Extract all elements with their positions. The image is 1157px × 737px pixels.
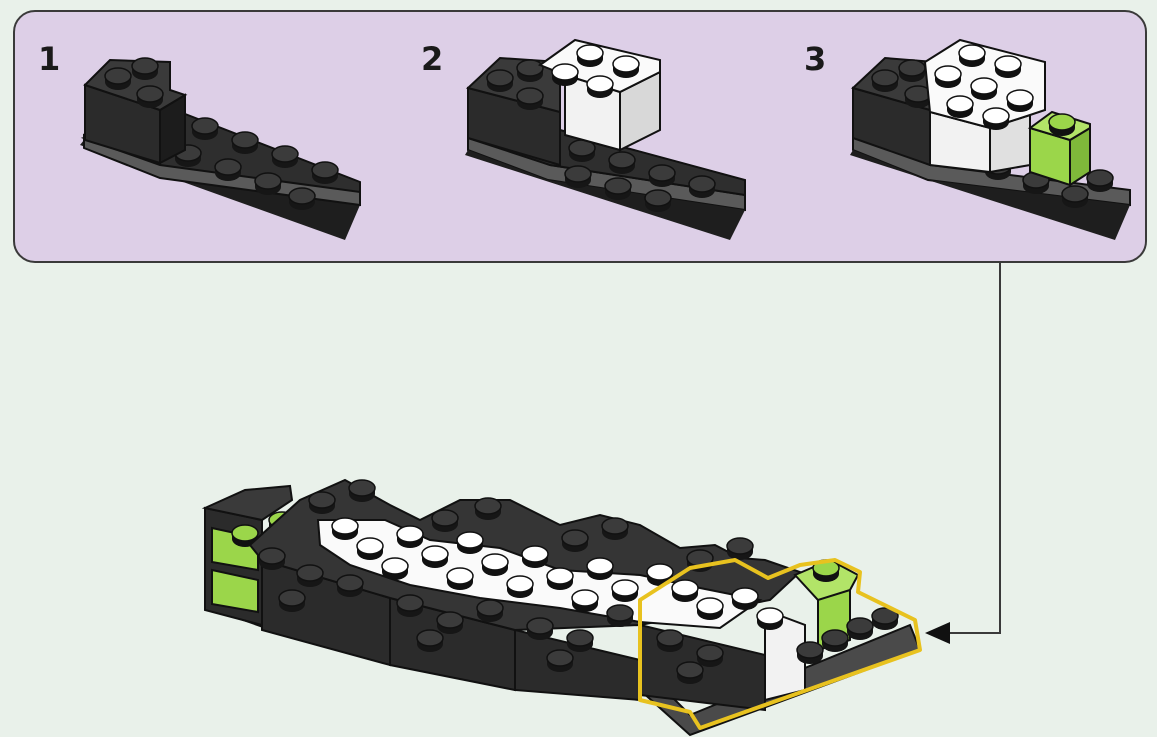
highlight-outline xyxy=(638,558,922,730)
step-3-number: 3 xyxy=(804,40,827,78)
arrow-pointer-icon xyxy=(925,622,950,644)
step-1-number: 1 xyxy=(38,40,61,78)
step-2-model xyxy=(465,38,746,240)
step-3-model xyxy=(850,38,1131,240)
assembled-model xyxy=(201,478,922,737)
step-1-model xyxy=(80,57,361,240)
connector-arrow xyxy=(925,263,1001,644)
step-2-number: 2 xyxy=(421,40,444,78)
